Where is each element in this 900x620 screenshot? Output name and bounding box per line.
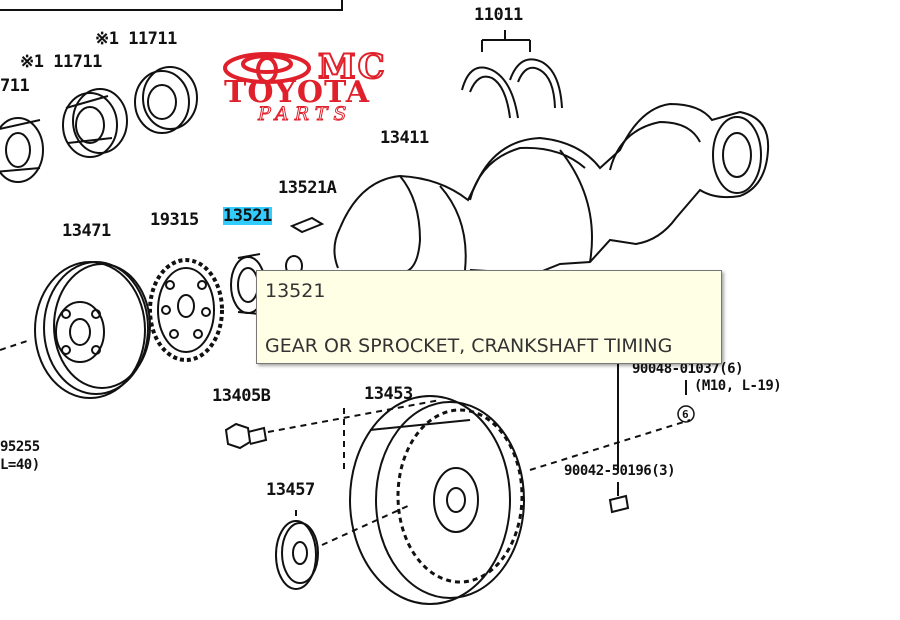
label-95255-spec: L=40) [0,457,40,473]
label-13411[interactable]: 13411 [380,128,429,148]
label-11011[interactable]: 11011 [474,5,523,25]
logo-name: TOYOTA [224,75,370,110]
plate-icon [275,520,319,590]
tooltip-description: GEAR OR SPROCKET, CRANKSHAFT TIMING [265,335,673,357]
frame-line [0,0,343,11]
circle-ref-label: 6 [682,408,689,421]
label-11711-left[interactable]: 711 [0,76,30,96]
thrust-washer-right-icon [509,58,563,109]
label-11711-b[interactable]: ※1 11711 [95,29,177,49]
label-95255-part[interactable]: 95255 [0,439,40,455]
label-11711-a[interactable]: ※1 11711 [20,52,102,72]
bearing-a-icon [62,88,128,158]
tooltip-part-number: 13521 [265,280,326,302]
sprocket-icon [148,258,224,362]
logo-mark: MC [317,47,387,87]
label-19315[interactable]: 19315 [150,210,199,230]
small-bolt-icon [608,482,630,514]
dashed-line-90042 [529,419,691,471]
label-13453[interactable]: 13453 [364,384,413,404]
crankshaft-icon [333,102,770,273]
label-90048-part[interactable]: 90048-01037(6) [632,361,744,377]
leader-line [0,339,31,351]
thrust-washer-left-icon [461,66,519,119]
label-13457[interactable]: 13457 [266,480,315,500]
thrust-washer-bracket [481,30,531,52]
key-icon [289,216,325,234]
pulley-icon [34,261,151,399]
bearing-left-icon [0,117,44,183]
label-13405b[interactable]: 13405B [212,386,271,406]
flywheel-icon [349,395,525,605]
plate-leader-line [295,504,411,546]
logo-sub: PARTS [257,103,353,125]
part-tooltip: 13521 GEAR OR SPROCKET, CRANKSHAFT TIMIN… [256,270,722,364]
bolt-icon [224,422,268,450]
bolt-dash-line [267,399,441,433]
bearing-b-icon [134,66,198,134]
mc-toyota-parts-logo: MC TOYOTA PARTS [222,47,427,125]
label-13471[interactable]: 13471 [62,221,111,241]
label-13521[interactable]: 13521 [223,206,272,226]
label-90048-spec: (M10, L-19) [694,378,782,394]
toyota-emblem-icon [223,52,311,84]
label-13521a[interactable]: 13521A [278,178,337,198]
label-90042[interactable]: 90042-50196(3) [564,463,676,479]
circle-ref-icon [677,405,695,423]
